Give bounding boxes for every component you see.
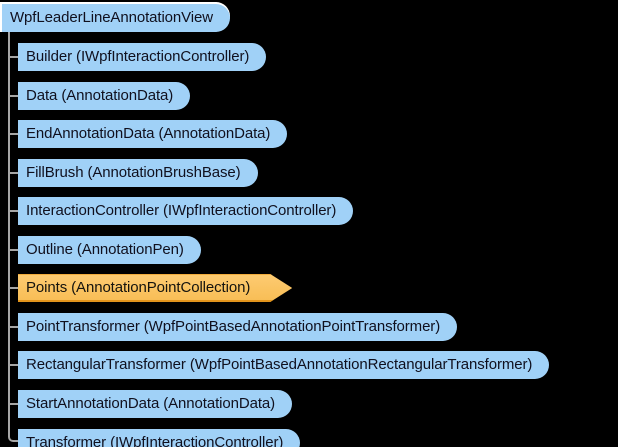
tree-node-endannotationdata[interactable]: EndAnnotationData (AnnotationData) xyxy=(18,120,288,148)
tree-root-node[interactable]: WpfLeaderLineAnnotationView xyxy=(2,4,231,32)
tree-connector-tick xyxy=(8,249,18,251)
tree-node-fillbrush[interactable]: FillBrush (AnnotationBrushBase) xyxy=(18,159,258,187)
tree-node-pointtransformer[interactable]: PointTransformer (WpfPointBasedAnnotatio… xyxy=(18,313,458,341)
tree-connector-tick xyxy=(8,287,18,289)
tree-node-data[interactable]: Data (AnnotationData) xyxy=(18,82,191,110)
tree-connector-trunk xyxy=(8,32,20,442)
tree-connector-tick xyxy=(8,172,18,174)
tree-connector-tick xyxy=(8,56,18,58)
tree-node-interactioncontroller[interactable]: InteractionController (IWpfInteractionCo… xyxy=(18,197,354,225)
tree-node-points-selected[interactable]: Points (AnnotationPointCollection) xyxy=(18,274,292,302)
tree-node-rectangulartransformer[interactable]: RectangularTransformer (WpfPointBasedAnn… xyxy=(18,351,550,379)
tree-node-builder[interactable]: Builder (IWpfInteractionController) xyxy=(18,43,267,71)
tree-connector-tick xyxy=(8,95,18,97)
tree-connector-tick xyxy=(8,133,18,135)
tree-connector-tick xyxy=(8,326,18,328)
tree-node-outline[interactable]: Outline (AnnotationPen) xyxy=(18,236,201,264)
tree-node-transformer[interactable]: Transformer (IWpfInteractionController) xyxy=(18,429,301,447)
tree-connector-tick xyxy=(8,403,18,405)
tree-node-startannotationdata[interactable]: StartAnnotationData (AnnotationData) xyxy=(18,390,293,418)
tree-connector-tick xyxy=(8,210,18,212)
tree-connector-tick xyxy=(8,364,18,366)
